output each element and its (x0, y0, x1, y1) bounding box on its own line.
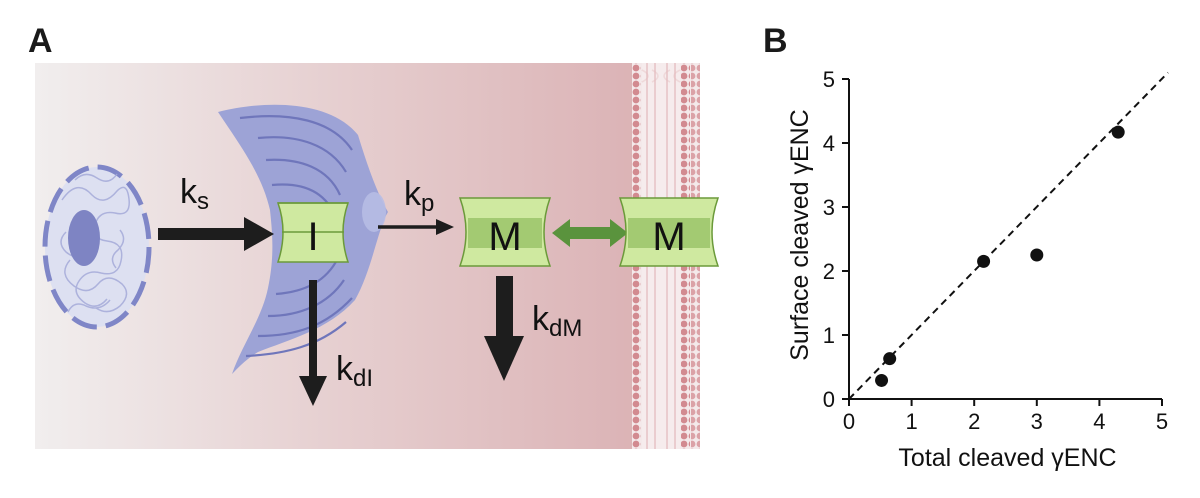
panel-label-a: A (28, 22, 53, 60)
rate-label-kdi: kdI (336, 350, 373, 392)
channel-immature: I (276, 202, 350, 263)
rate-label-kdm: kdM (532, 300, 582, 342)
nucleus (42, 164, 152, 330)
channel-mature-membrane: M (618, 197, 720, 267)
data-point (883, 352, 897, 366)
channel-label-m-membrane: M (652, 215, 685, 259)
x-tick-label: 2 (968, 409, 980, 434)
arrow-processing (378, 219, 454, 235)
x-tick-label: 4 (1093, 409, 1105, 434)
chart-points (875, 125, 1125, 387)
y-tick-label: 0 (823, 387, 835, 412)
arrow-synthesis (158, 217, 274, 251)
y-tick-label: 4 (823, 131, 835, 156)
y-tick-label: 1 (823, 323, 835, 348)
x-tick-label: 1 (905, 409, 917, 434)
arrow-degradation-immature (299, 280, 327, 406)
scatter-chart: 0 1 2 3 4 5 0 1 2 3 4 5 Total cleaved γENC Surface c… (786, 67, 1169, 472)
chart-axes: 0 1 2 3 4 5 0 1 2 3 4 5 (823, 67, 1168, 434)
y-tick-label: 5 (823, 67, 835, 92)
data-point (977, 254, 991, 268)
channel-label-i: I (307, 215, 318, 259)
y-axis-label: Surface cleaved γENC (786, 109, 814, 361)
x-axis-label: Total cleaved γENC (898, 444, 1116, 472)
rate-label-kp: kp (404, 175, 434, 217)
nucleolus (68, 210, 100, 266)
chart-labels: Total cleaved γENC Surface cleaved γENC (786, 109, 1117, 472)
chart-reference-line (848, 71, 1169, 400)
data-point (1111, 125, 1125, 139)
channel-mature-golgi: M (458, 197, 552, 267)
y-tick-label: 2 (823, 259, 835, 284)
identity-line (848, 71, 1169, 400)
data-point (1030, 248, 1044, 262)
x-tick-label: 0 (843, 409, 855, 434)
data-point (875, 373, 889, 387)
x-tick-label: 5 (1156, 409, 1168, 434)
channel-label-m-golgi: M (488, 215, 521, 259)
x-tick-label: 3 (1031, 409, 1043, 434)
arrow-exchange-double (552, 219, 628, 247)
rate-label-ks: ks (180, 173, 209, 215)
panel-label-b: B (763, 22, 788, 60)
arrow-degradation-mature (484, 276, 524, 381)
y-tick-label: 3 (823, 195, 835, 220)
